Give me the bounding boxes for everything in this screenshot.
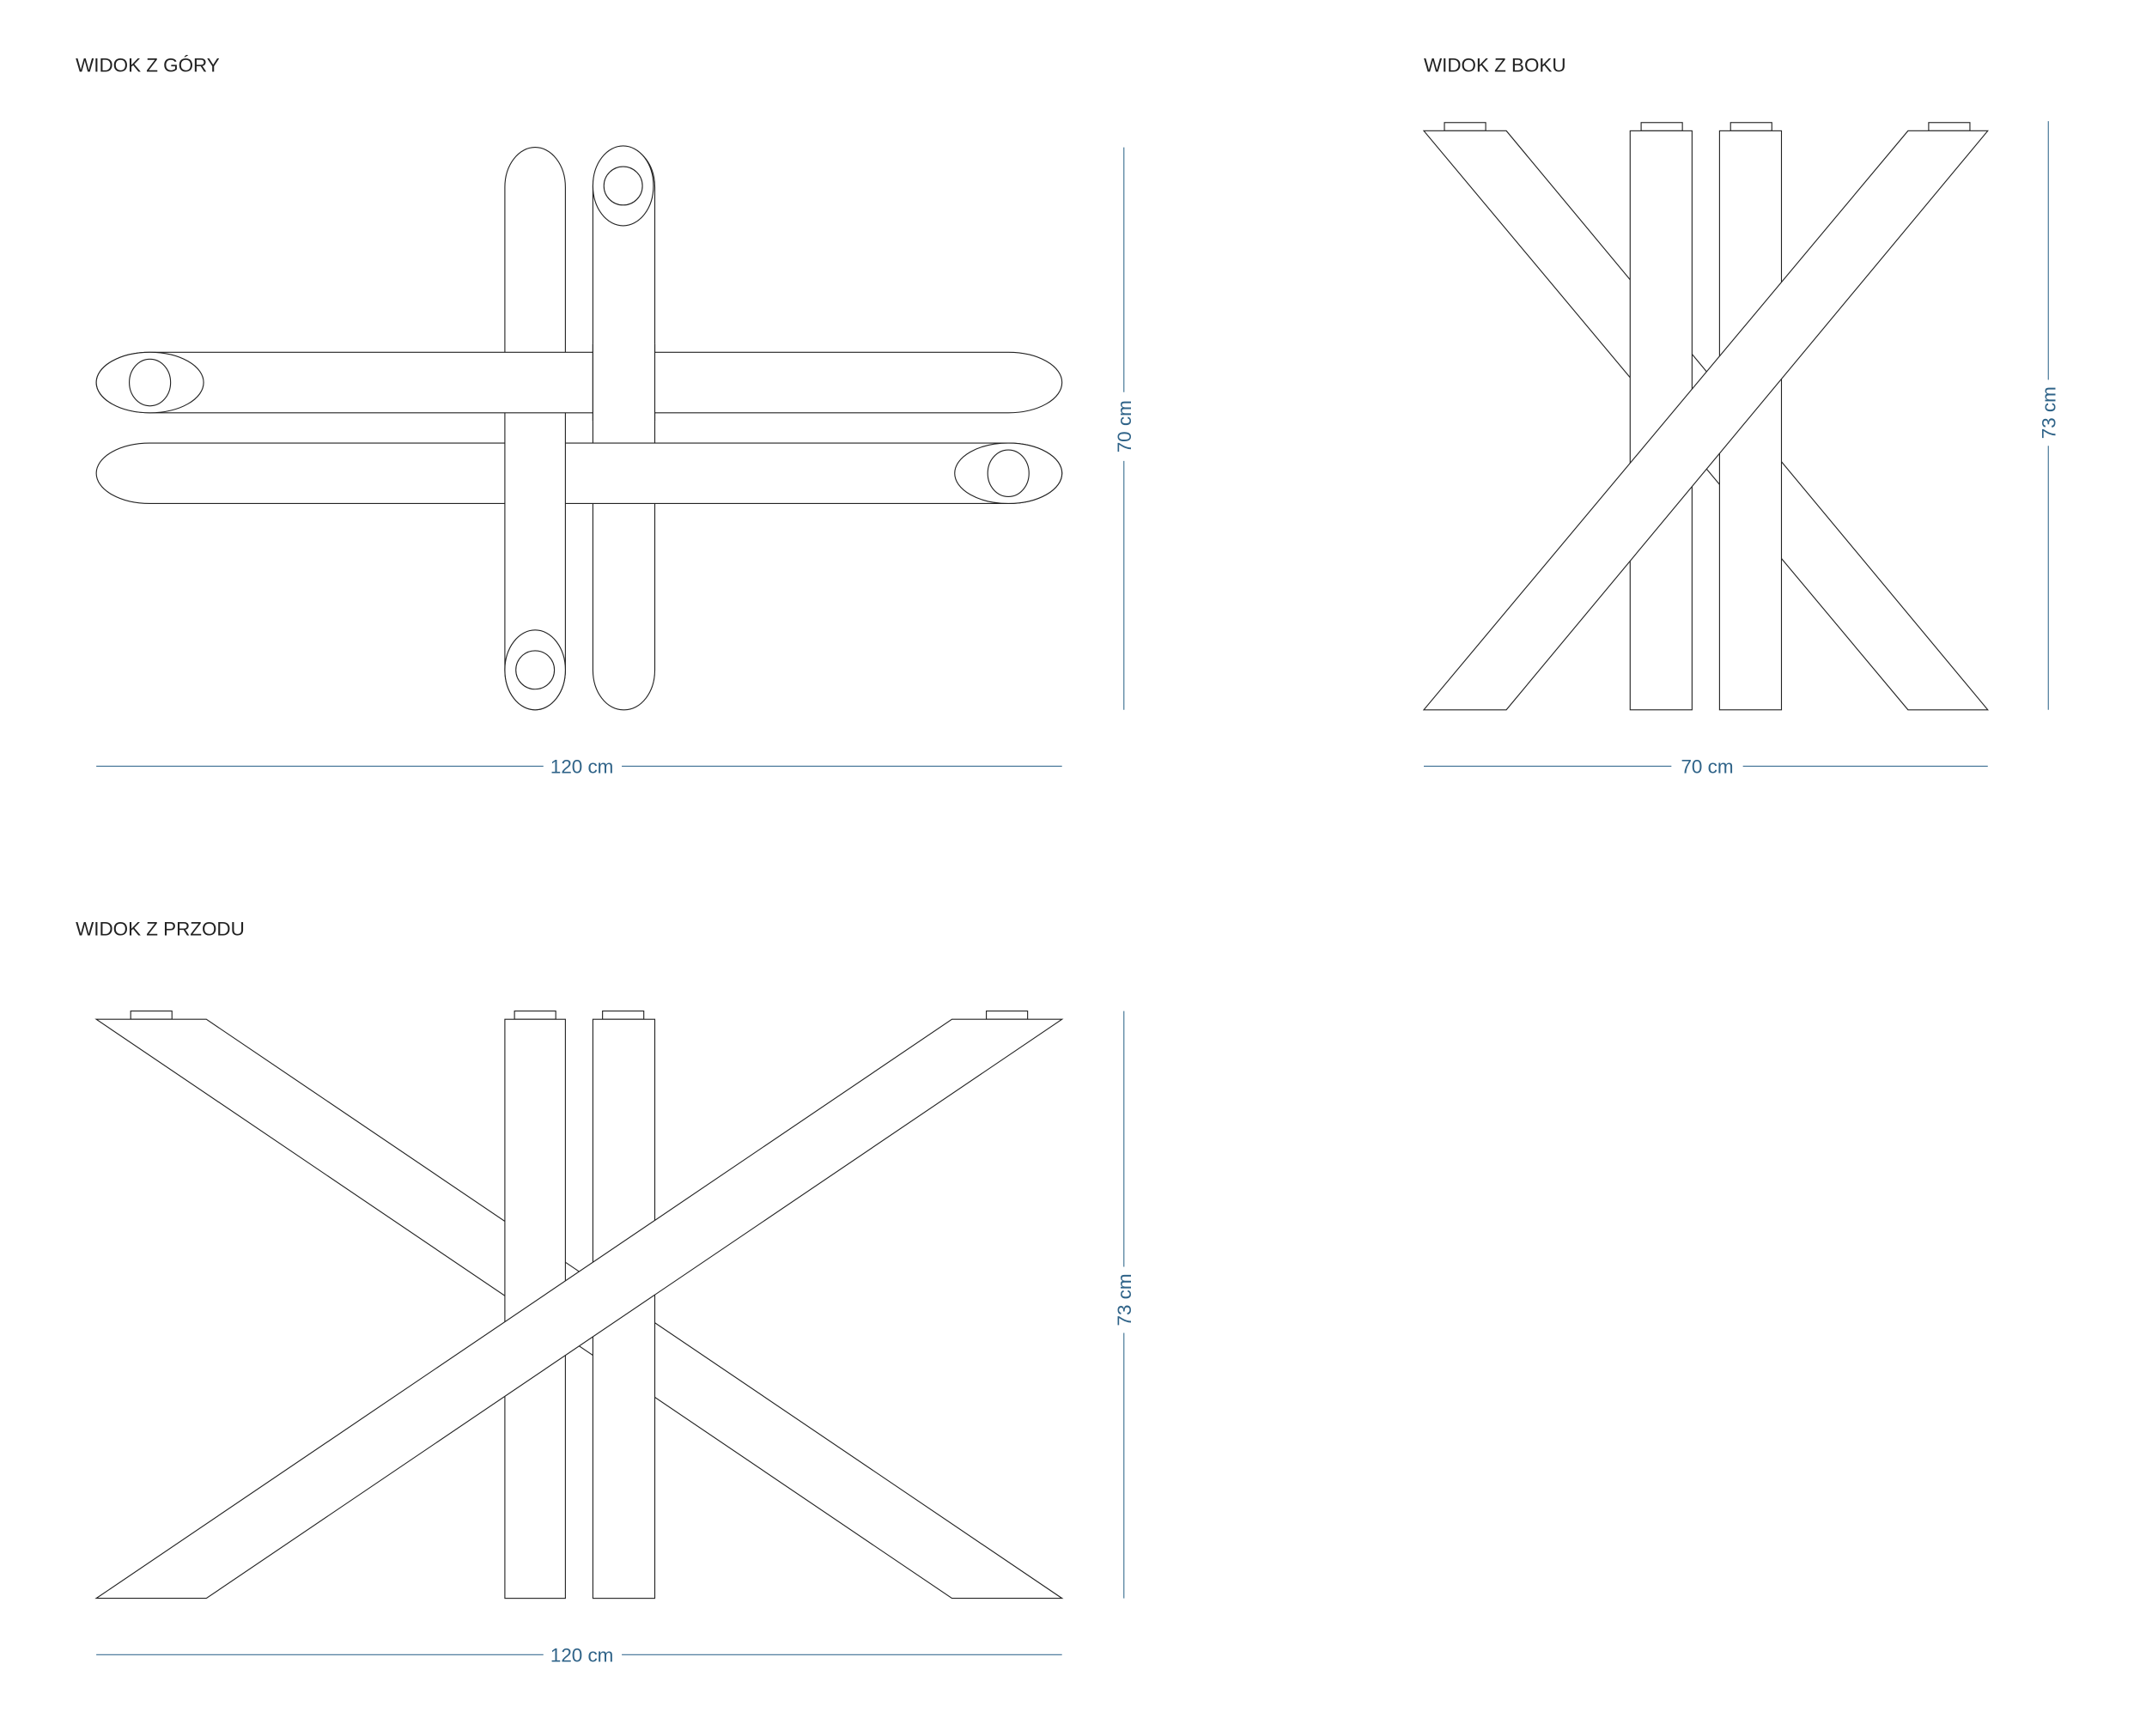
width-dimension-label: 120 cm [550, 756, 613, 777]
width-dimension: 70 cm [1423, 756, 1988, 777]
depth-dimension: 70 cm [1114, 147, 1135, 710]
front-diagonal-leg [1422, 130, 1989, 711]
weave-overlap [593, 343, 655, 422]
bolt-hole [603, 166, 643, 206]
front-view: WIDOK Z PRZODU 120 cm 73 cm [76, 918, 1135, 1666]
width-dimension-label: 70 cm [1681, 756, 1733, 777]
width-dimension: 120 cm [96, 1644, 1062, 1666]
top-horizontal-leg [95, 351, 1063, 414]
top-view-title: WIDOK Z GÓRY [76, 54, 220, 76]
left-vertical-leg [504, 147, 566, 711]
depth-dimension-label: 70 cm [1114, 400, 1135, 452]
top-view: WIDOK Z GÓRY 120 cm 70 cm [76, 54, 1135, 777]
height-dimension: 73 cm [1114, 1011, 1135, 1599]
front-diagonal-leg [94, 1018, 1064, 1599]
bolt-hole [987, 449, 1030, 498]
side-view: WIDOK Z BOKU 70 cm 73 cm [1422, 54, 2059, 777]
side-view-title: WIDOK Z BOKU [1424, 54, 1566, 76]
right-vertical-leg [592, 147, 656, 711]
width-dimension-label: 120 cm [550, 1644, 613, 1666]
width-dimension: 120 cm [96, 756, 1062, 777]
height-dimension-label: 73 cm [2038, 386, 2059, 439]
bolt-hole [129, 358, 172, 407]
bolt-hole [515, 650, 556, 690]
bottom-horizontal-leg [95, 442, 1063, 505]
height-dimension-label: 73 cm [1114, 1273, 1135, 1326]
front-view-title: WIDOK Z PRZODU [76, 918, 245, 939]
height-dimension: 73 cm [2038, 121, 2059, 710]
